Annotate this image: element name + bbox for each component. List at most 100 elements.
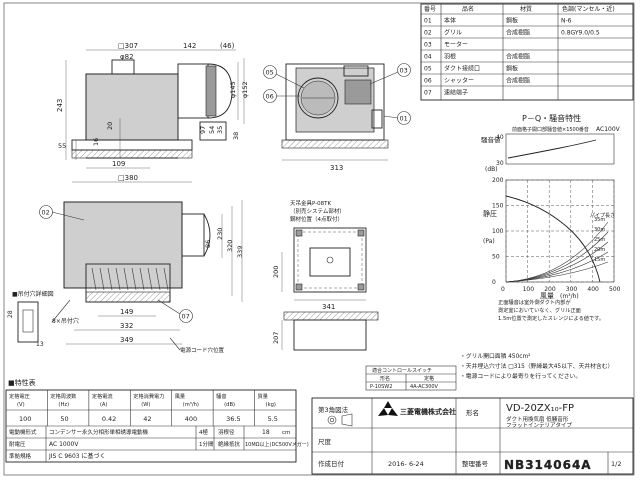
noise-tick-40: 40 [496,134,504,141]
pq-spec-note: 前面格子開口部騒音値×1500番音 [512,126,589,133]
grill-note-2: ・天井埋込穴寸法 □315（野縁最大45以下、天井材含む） [460,362,613,370]
parts-cell-name: モーター [444,41,468,49]
parts-cell-no: 07 [424,90,432,97]
louver [139,267,145,291]
duct-label: 15m [594,257,605,263]
dim-207: 207 [272,332,280,344]
louver [91,267,97,291]
side-view: 313 05 06 03 01 [263,63,411,172]
duct-label: 30m [594,227,605,233]
parts-cell-no: 03 [424,42,432,49]
switch-title: 適合コントロールスイッチ [372,367,432,374]
spec-header: 風量 [175,393,185,400]
drawn-label: 作成日付 [318,459,345,468]
front-view: □307 142 (46) φ82 φ145 φ152 243 55 20 16… [56,42,249,183]
pq-note-1: 正面騒音は室外側ダクト内部が [498,298,571,306]
parts-cell-name: 羽根 [444,53,456,61]
noise-axis-unit: (dB) [485,166,498,173]
parts-cell-no: 05 [424,66,432,73]
louver [107,267,113,291]
projection-label: 第3角図法 [318,405,349,414]
ceiling-box-line-1: 天吊金具P-08TK [290,199,332,207]
parts-cell-no: 04 [424,54,432,61]
ceiling-view: 天吊金具P-08TK （別売システム部材） 鋼材位置（4点取付） 200 341… [272,199,379,351]
parts-header-name: 品名 [462,5,474,13]
louver [163,267,169,291]
spec-header: 定格電流 [92,392,113,400]
callout-05: 05 [266,69,274,77]
drawing-label: 整理番号 [462,459,489,468]
static-axis-unit: (Pa) [483,238,495,245]
parts-cell-color: 0.8GY9.0/0.5 [561,30,600,37]
spec-header: 定格消費電力 [133,392,164,400]
desc-line-1: ダクト用換気扇 低騒音形 [506,415,569,423]
static-tick: 50 [492,254,500,261]
static-axis-label: 静圧 [483,209,497,218]
spec-blade-unit: cm [282,430,290,436]
dim-55: 55 [58,142,66,150]
flow-tick: 200 [544,286,556,293]
desc-line-2: フラットインテリアタイプ [506,421,573,429]
louver [131,267,137,291]
spec-standard-value: JIS C 9603 に基づく [48,452,106,460]
dim-380: □380 [118,174,138,182]
drawn-date: 2016- 6-24 [388,460,424,468]
ceiling-box-line-2: （別売システム部材） [290,207,345,215]
static-tick: 200 [492,177,504,184]
dim-307: □307 [118,42,138,50]
parts-cell-material: 合成樹脂 [506,77,530,85]
pq-note-3: 1.5m位置で測定したスレンジによる値です。 [498,314,604,322]
spec-value: 100 [19,415,31,423]
parts-cell-material: 鋼板 [506,17,518,25]
louver [115,267,121,291]
spec-unit: (V) [17,402,25,408]
spec-motor-value: コンデンサー永久分相形単相誘導電動機 [49,428,149,436]
spec-unit: (W) [141,402,150,408]
dim-35: 35 [216,126,224,134]
spec-header: 定格周波数 [50,392,77,400]
name-label: 形名 [466,408,479,417]
spec-unit: (dB) [224,402,235,408]
spec-unit: (m³/h) [183,402,199,408]
drawing-number: NB314064A [504,458,592,472]
parts-cell-no: 06 [424,78,432,85]
switch-model: P-10SW2 [370,384,392,390]
spec-insulation-key: 絶縁抵抗 [218,440,241,448]
callout-03: 03 [400,67,408,75]
duct-label: 20m [594,247,605,253]
duct-label: 35m [594,217,605,223]
spec-value: 50 [60,415,68,423]
callout-01: 01 [400,115,408,123]
spec-table: ■特性表 定格電圧(V)100定格周波数(Hz)50定格電流(A)0.42定格消… [5,378,309,463]
flow-tick: 300 [566,286,578,293]
spec-standard-key: 準拠規格 [9,452,32,460]
spec-header: 質量 [258,392,268,400]
parts-cell-no: 02 [424,30,432,37]
parts-cell-name: ダクト接続口 [444,65,480,73]
dim-149: 149 [120,308,133,316]
louver [123,267,129,291]
flow-tick: 0 [501,286,505,293]
callout-06: 06 [266,93,274,101]
dim-13: 13 [36,341,44,348]
company-name: 三菱電機株式会社 [400,407,456,416]
spec-header: 定格電圧 [9,392,30,400]
parts-cell-color: N-6 [561,18,572,25]
dim-97: 97 [199,126,207,134]
company-logo [378,401,398,416]
spec-blade-key: 羽根径 [218,428,235,436]
flow-tick: 100 [523,286,535,293]
spec-insulation-value: 10MΩ以上(DC500Vメガー) [245,441,309,448]
spec-duration: 1分間 [199,440,214,448]
scale-label: 尺度 [318,437,332,446]
louver [99,267,105,291]
spec-value: 42 [143,415,151,423]
spec-header: 騒音 [216,392,226,400]
dim-200: 200 [272,266,280,278]
static-tick: 100 [492,228,504,235]
grill-note-3: ・電源コードにより最寄りを行ってください。 [460,372,581,380]
flow-tick: 400 [587,286,599,293]
noise-axis-label: 騒音値 [481,135,501,144]
title-block: 第3角図法 尺度 作成日付 2016- 6-24 三菱電機株式会社 形名 VD-… [311,397,634,475]
